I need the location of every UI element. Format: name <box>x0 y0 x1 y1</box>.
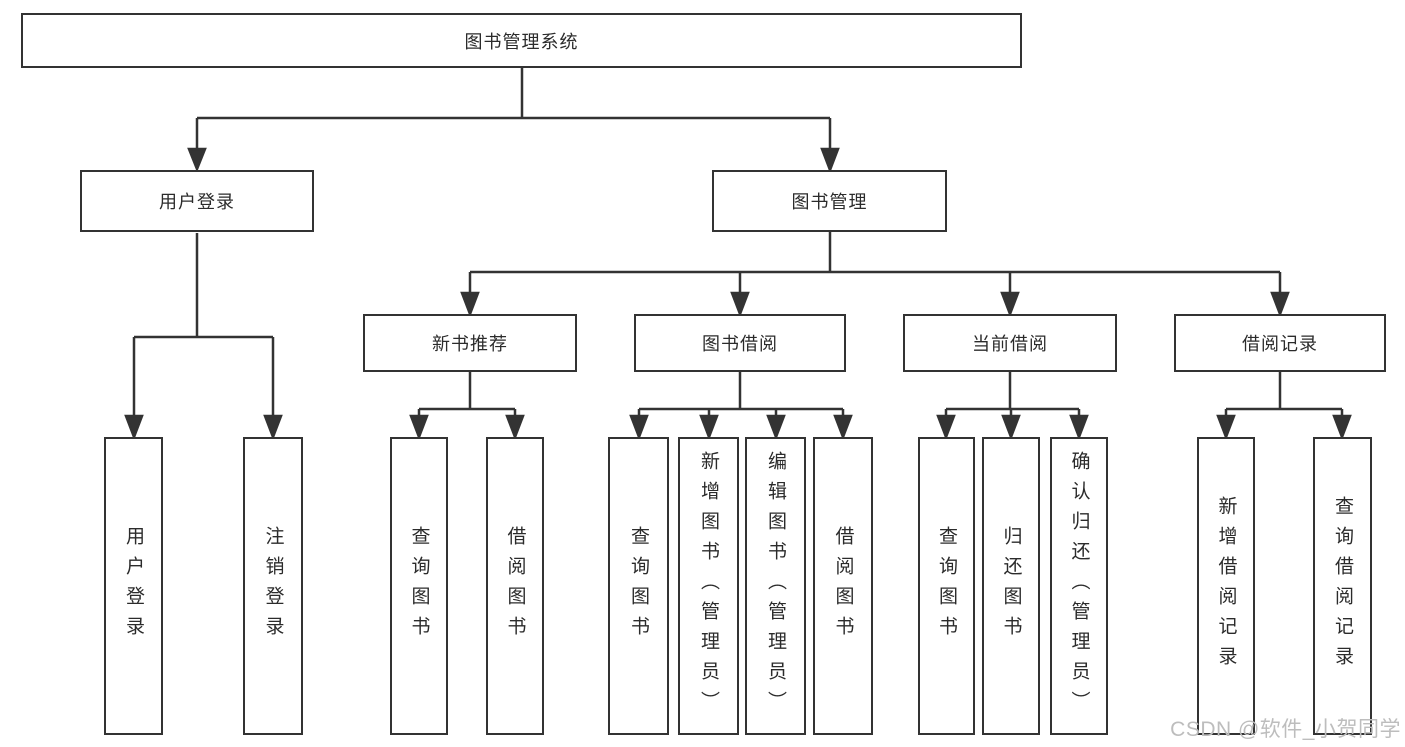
node-book-management: 图书管理 <box>712 170 947 232</box>
leaf-edit-book-admin: 编辑图书（管理员） <box>745 437 806 735</box>
node-current-borrow: 当前借阅 <box>903 314 1117 372</box>
connector-root-to-level2 <box>187 67 840 174</box>
leaf-logout: 注销登录 <box>243 437 303 735</box>
leaf-confirm-return-admin: 确认归还（管理员） <box>1050 437 1108 735</box>
connector-borrow-records-children <box>1216 372 1352 441</box>
leaf-return-books: 归还图书 <box>982 437 1040 735</box>
connector-book-management-children <box>460 232 1290 318</box>
connector-user-login-children <box>124 233 283 441</box>
node-label: 查询图书 <box>628 526 649 646</box>
leaf-user-login: 用户登录 <box>104 437 163 735</box>
node-new-book-recommend: 新书推荐 <box>363 314 577 372</box>
node-label: 归还图书 <box>1000 526 1022 646</box>
node-label: 注销登录 <box>262 526 284 646</box>
leaf-query-books-current: 查询图书 <box>918 437 975 735</box>
node-label: 图书借阅 <box>702 334 778 354</box>
node-label: 查询借阅记录 <box>1332 496 1353 676</box>
node-root-library-system: 图书管理系统 <box>21 13 1022 68</box>
node-label: 确认归还（管理员） <box>1068 451 1090 721</box>
node-label: 查询图书 <box>408 526 430 646</box>
leaf-query-books-recommend: 查询图书 <box>390 437 448 735</box>
node-label: 借阅记录 <box>1242 334 1318 354</box>
node-label: 图书管理系统 <box>464 31 579 52</box>
csdn-watermark: CSDN @软件_小贺同学 <box>1170 718 1401 741</box>
node-label: 当前借阅 <box>972 334 1048 354</box>
leaf-borrow-books-recommend: 借阅图书 <box>486 437 544 735</box>
node-label: 新书推荐 <box>432 334 508 354</box>
node-label: 用户登录 <box>159 192 235 212</box>
node-label: 编辑图书（管理员） <box>765 451 786 721</box>
leaf-query-books-borrow: 查询图书 <box>608 437 669 735</box>
node-label: 借阅图书 <box>832 526 854 646</box>
leaf-add-borrow-record: 新增借阅记录 <box>1197 437 1255 735</box>
connector-current-borrow-children <box>936 372 1089 441</box>
node-borrow-records: 借阅记录 <box>1174 314 1386 372</box>
leaf-add-book-admin: 新增图书（管理员） <box>678 437 739 735</box>
node-user-login: 用户登录 <box>80 170 314 232</box>
node-book-borrow: 图书借阅 <box>634 314 846 372</box>
node-label: 用户登录 <box>123 526 144 646</box>
node-label: 新增借阅记录 <box>1215 496 1237 676</box>
node-label: 查询图书 <box>936 526 957 646</box>
connector-book-borrow-children <box>629 372 853 441</box>
connector-new-book-recommend-children <box>409 372 525 441</box>
node-label: 新增图书（管理员） <box>698 451 719 721</box>
node-label: 借阅图书 <box>504 526 526 646</box>
leaf-query-borrow-record: 查询借阅记录 <box>1313 437 1372 735</box>
node-label: 图书管理 <box>791 192 868 212</box>
leaf-borrow-books: 借阅图书 <box>813 437 873 735</box>
